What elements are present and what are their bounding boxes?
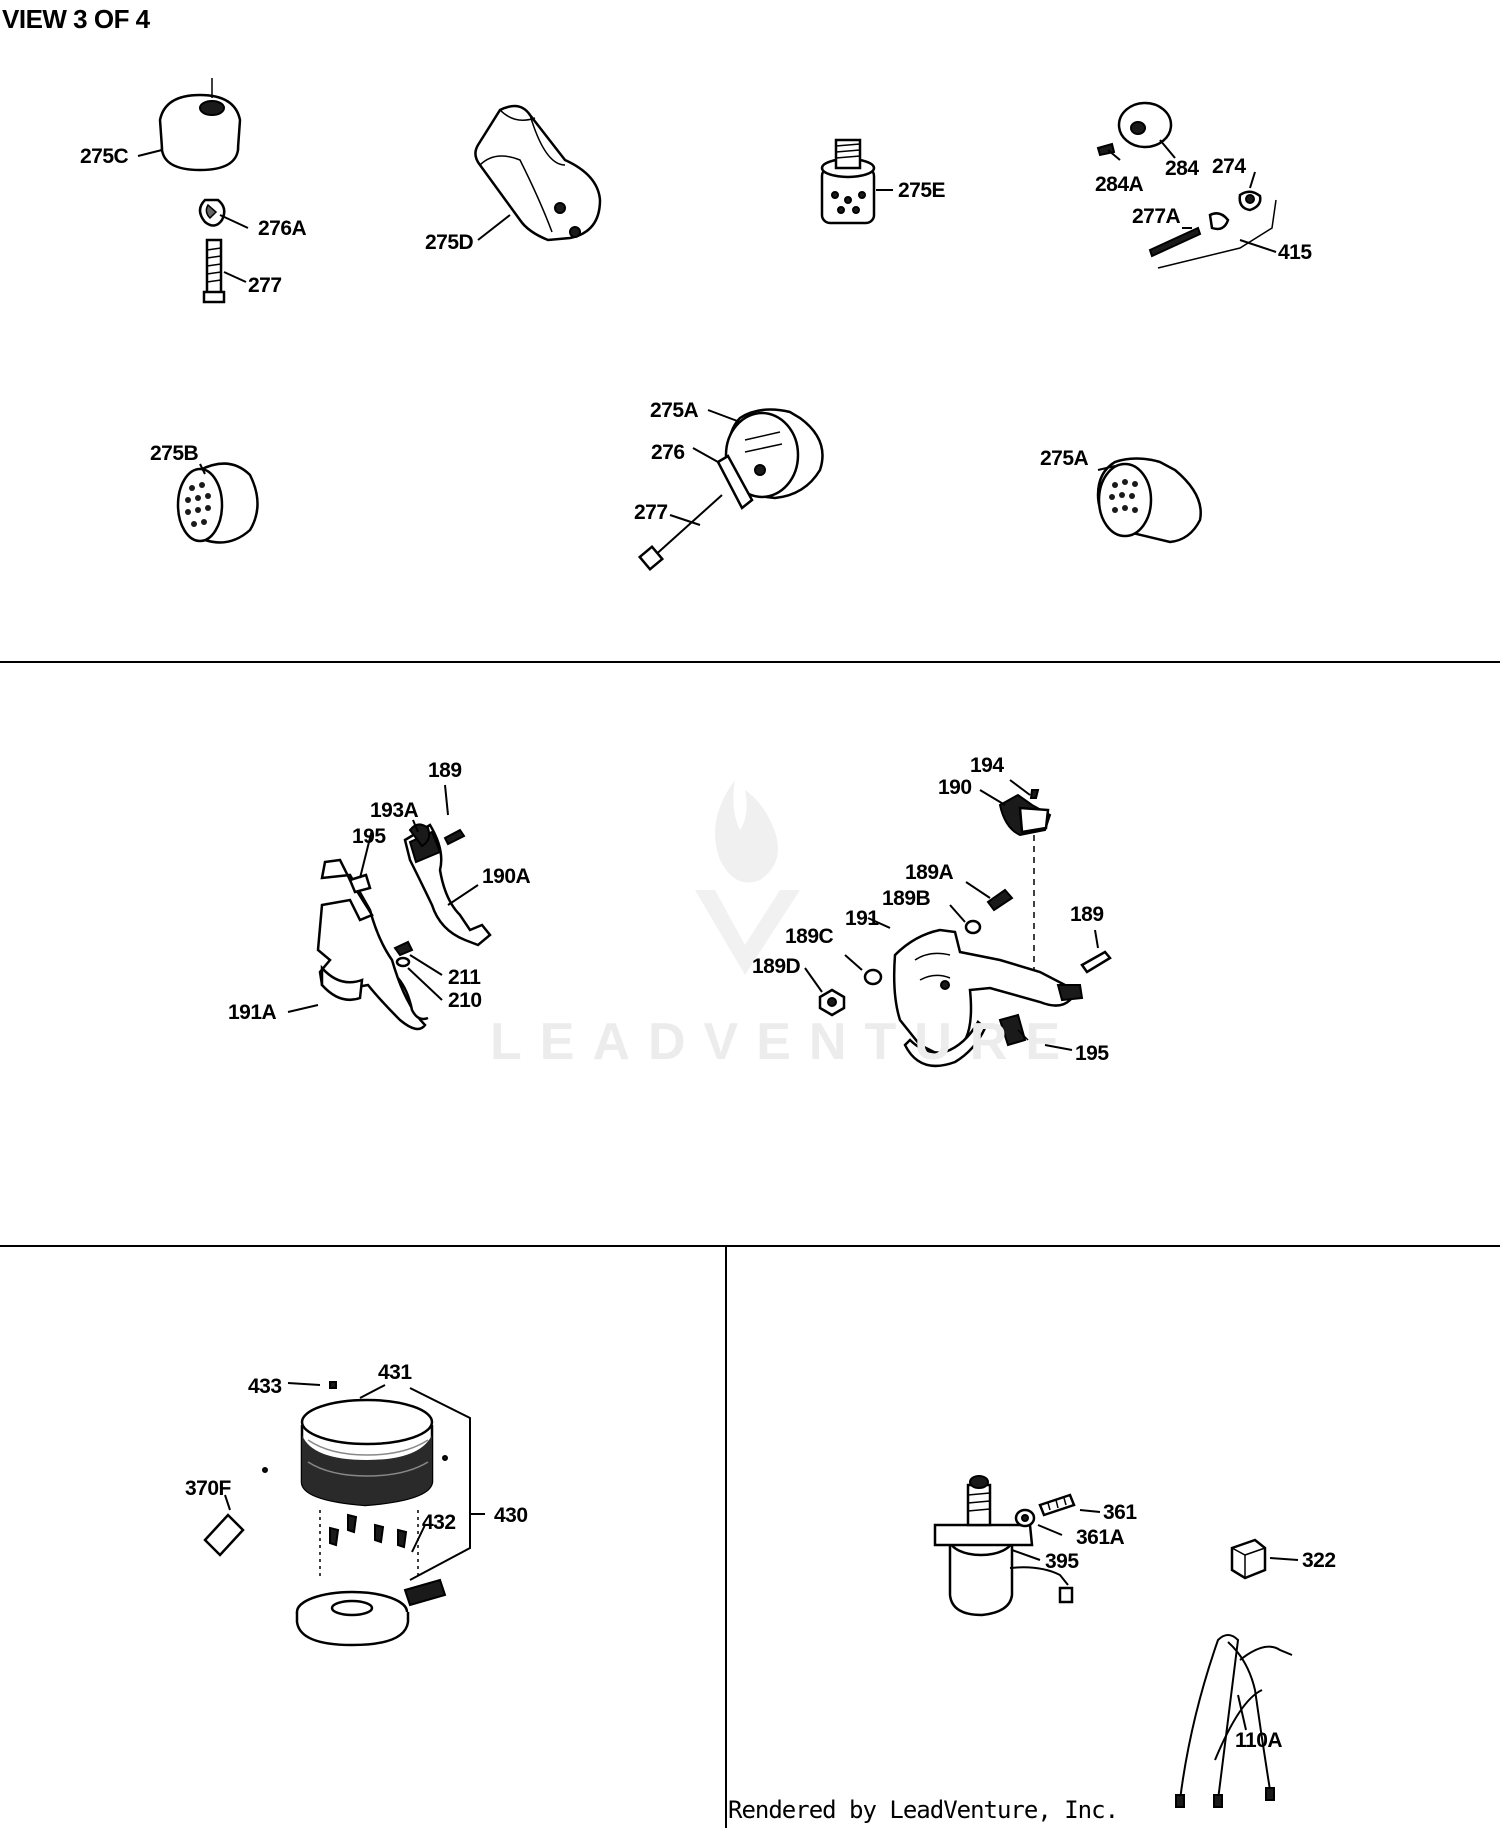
callout-284[interactable]: 284 (1165, 157, 1199, 180)
part-275A-muffler-right (1096, 457, 1202, 544)
callout-193A[interactable]: 193A (370, 799, 419, 822)
callout-194[interactable]: 194 (970, 754, 1004, 777)
part-431-flywheel-screen (300, 1398, 434, 1507)
callout-415[interactable]: 415 (1278, 241, 1312, 264)
part-395-starter-motor (933, 1475, 1074, 1617)
callout-189D[interactable]: 189D (752, 955, 801, 978)
part-276A-clamp (198, 198, 226, 227)
callout-276[interactable]: 276 (651, 441, 685, 464)
callout-195-left[interactable]: 195 (352, 825, 386, 848)
callout-361A[interactable]: 361A (1076, 1526, 1125, 1549)
callout-189A[interactable]: 189A (905, 861, 954, 884)
callout-433[interactable]: 433 (248, 1375, 282, 1398)
callout-361[interactable]: 361 (1103, 1501, 1137, 1524)
part-284-spacer (1117, 101, 1173, 149)
callout-430[interactable]: 430 (494, 1504, 528, 1527)
part-110A-wiring-harness (1175, 1634, 1293, 1808)
callout-189B[interactable]: 189B (882, 887, 931, 910)
small-rivets (262, 1455, 448, 1473)
callout-276A[interactable]: 276A (258, 217, 307, 240)
callout-195-right[interactable]: 195 (1075, 1042, 1109, 1065)
part-275B-muffler (176, 462, 259, 544)
part-195-clip-right (998, 1013, 1029, 1047)
part-277-long-bolt (637, 494, 723, 572)
part-275C-muffler-cap (158, 78, 242, 172)
callout-277-long[interactable]: 277 (634, 501, 668, 524)
part-415-deflector (1157, 199, 1277, 269)
part-189C-lockwasher (863, 968, 883, 986)
part-211-210-screw-washer (393, 940, 414, 968)
part-361A-washer (1014, 1508, 1036, 1528)
leader-lines-alternator (224, 1382, 485, 1581)
view-title: VIEW 3 OF 4 (2, 4, 150, 34)
part-274-gasket (1238, 190, 1262, 212)
part-432-stator (319, 1510, 419, 1580)
callout-210[interactable]: 210 (448, 989, 482, 1012)
part-191-bracket (892, 928, 1084, 1068)
callout-275E[interactable]: 275E (898, 179, 946, 202)
part-275A-muffler-center (724, 408, 824, 500)
callout-191[interactable]: 191 (845, 907, 879, 930)
callout-277[interactable]: 277 (248, 274, 282, 297)
part-194-screw (1029, 789, 1040, 799)
part-430-flywheel-base (295, 1578, 447, 1647)
callout-275B[interactable]: 275B (150, 442, 199, 465)
part-189B-washer (964, 919, 982, 935)
part-189D-nut (818, 988, 846, 1017)
watermark-logo (695, 780, 800, 975)
part-277-bolt (202, 238, 226, 304)
callout-189C[interactable]: 189C (785, 925, 834, 948)
part-322-relay (1230, 1538, 1267, 1580)
watermark-text: LEADVENTURE (490, 1013, 1079, 1071)
callout-275A-center[interactable]: 275A (650, 399, 699, 422)
part-361-bolt (1038, 1493, 1076, 1517)
part-189A-screw (986, 888, 1014, 912)
part-275E-spark-arrestor (820, 138, 876, 225)
callout-322[interactable]: 322 (1302, 1549, 1336, 1572)
callout-191A[interactable]: 191A (228, 1001, 277, 1024)
callout-277A[interactable]: 277A (1132, 205, 1181, 228)
part-191A-bracket (316, 858, 429, 1031)
part-189-screw (443, 828, 466, 846)
part-190-clip (998, 793, 1052, 837)
part-433-screw (329, 1381, 337, 1389)
callout-432[interactable]: 432 (422, 1511, 456, 1534)
callout-431[interactable]: 431 (378, 1361, 412, 1384)
part-277A-screw (1148, 212, 1230, 258)
callout-211[interactable]: 211 (448, 966, 481, 989)
footer-credit: Rendered by LeadVenture, Inc. (728, 1796, 1119, 1824)
callout-190[interactable]: 190 (938, 776, 972, 799)
callout-110A[interactable]: 110A (1235, 1729, 1283, 1752)
part-275D-muffler (474, 104, 602, 242)
leader-lines-bracket (287, 779, 1099, 1051)
leader-lines-muffler (137, 139, 1277, 526)
callout-370F[interactable]: 370F (185, 1477, 231, 1500)
callout-284A[interactable]: 284A (1095, 173, 1144, 196)
part-370F-plate (203, 1513, 245, 1557)
callout-275A-right[interactable]: 275A (1040, 447, 1089, 470)
leader-lines-starter (1011, 1509, 1299, 1731)
callout-189-left[interactable]: 189 (428, 759, 462, 782)
callout-189-right[interactable]: 189 (1070, 903, 1104, 926)
part-276-bracket (716, 454, 754, 510)
callout-395[interactable]: 395 (1045, 1550, 1079, 1573)
callout-275D[interactable]: 275D (425, 231, 474, 254)
part-189-screw-right (1080, 950, 1112, 974)
callout-275C[interactable]: 275C (80, 145, 129, 168)
callout-274[interactable]: 274 (1212, 155, 1246, 178)
callout-190A[interactable]: 190A (482, 865, 531, 888)
